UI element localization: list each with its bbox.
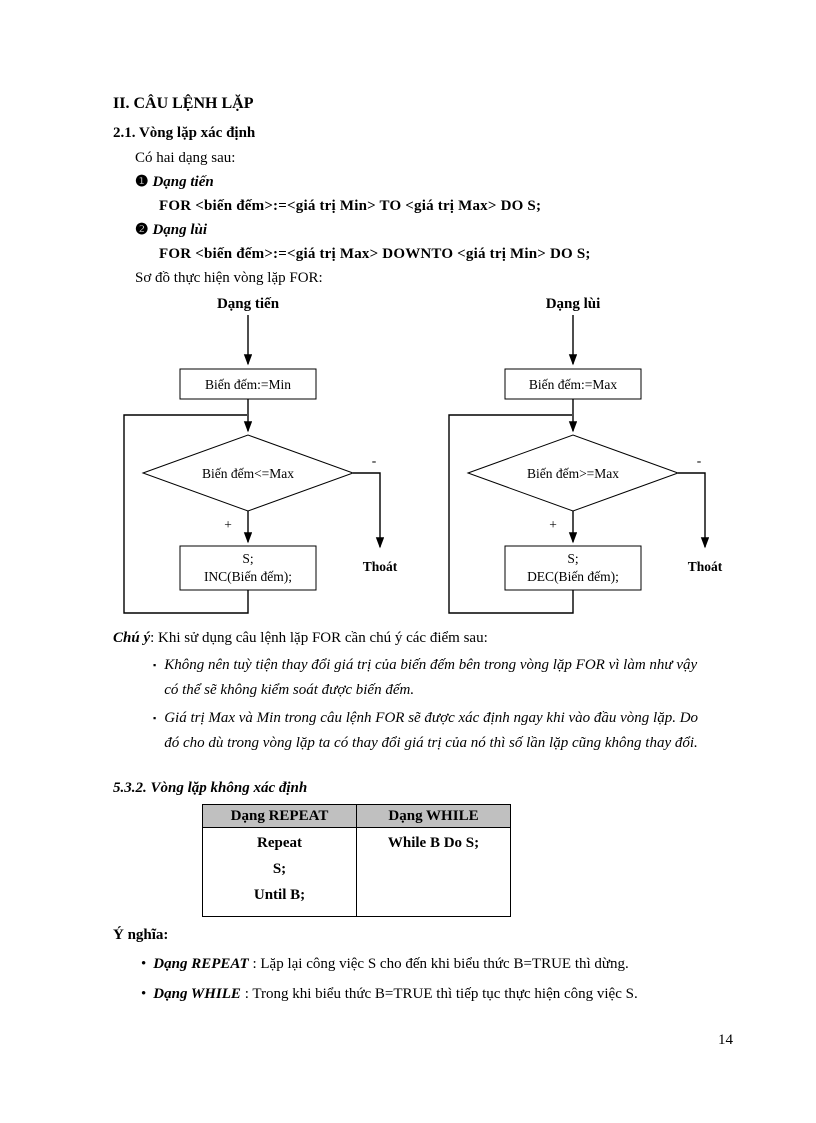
note-label: Chú ý	[113, 630, 151, 646]
init-box-label: Biến đếm:=Max	[529, 377, 617, 392]
intro-line: Có hai dạng sau:	[135, 150, 236, 166]
body-line-1: S;	[242, 551, 253, 566]
flowchart-forward-diagram: Biến đếm:=Min Biến đếm<=Max + S; INC(Biế…	[123, 315, 398, 614]
table-header-repeat: Dạng REPEAT	[202, 804, 357, 828]
meaning-item-2: • Dạng WHILE : Trong khi biểu thức B=TRUE…	[141, 984, 740, 1004]
body-line-2: DEC(Biến đếm);	[527, 569, 619, 584]
flowchart-backward-title: Dạng lùi	[545, 296, 601, 312]
flowchart-backward: Dạng lùi Biến đếm:=Max Biến đếm>=Max + S…	[443, 296, 743, 623]
section-532-heading: 5.3.2. Vòng lặp không xác định	[113, 780, 308, 796]
form-1-title: Dạng tiến	[152, 174, 214, 190]
exit-arrow	[353, 472, 385, 549]
note-bullet-2-text: Giá trị Max và Min trong câu lệnh FOR sẽ…	[164, 710, 699, 751]
diagram-caption: Sơ đồ thực hiện vòng lặp FOR:	[135, 270, 323, 286]
true-branch-label: +	[549, 517, 557, 532]
condition-label: Biến đếm<=Max	[202, 466, 294, 481]
form-1-syntax: FOR <biến đếm>:=<giá trị Min> TO <giá tr…	[159, 198, 542, 214]
meaning-term-2: Dạng WHILE	[153, 986, 241, 1002]
note-bullet-2: ▪ Giá trị Max và Min trong câu lệnh FOR …	[153, 706, 713, 756]
note-bullet-1: ▪ Không nên tuỳ tiện thay đổi giá trị củ…	[153, 653, 713, 703]
loop-back-line	[123, 414, 249, 614]
table-cell-while: While B Do S;	[356, 827, 511, 917]
exit-label: Thoát	[363, 559, 398, 574]
loop-back-line	[448, 414, 574, 614]
flowchart-row: Dạng tiến Biến đếm:=Min Biến đếm<=Max + …	[118, 296, 740, 623]
meaning-rest-2: : Trong khi biểu thức B=TRUE thì tiếp tụ…	[240, 986, 638, 1002]
round-bullet-icon: •	[141, 956, 147, 972]
table-cell-repeat: Repeat S; Until B;	[202, 827, 357, 917]
round-bullet-icon: •	[141, 986, 147, 1002]
while-line: While B Do S;	[387, 835, 480, 851]
page-number: 14	[718, 1032, 733, 1048]
circled-2-icon: ❷	[135, 222, 149, 238]
loop-forms-table: Dạng REPEAT Dạng WHILE Repeat S; Until B…	[202, 804, 511, 917]
form-2-syntax: FOR <biến đếm>:=<giá trị Max> DOWNTO <gi…	[159, 246, 591, 262]
flowchart-backward-diagram: Biến đếm:=Max Biến đếm>=Max + S; DEC(Biế…	[448, 315, 723, 614]
exit-label: Thoát	[688, 559, 723, 574]
false-branch-label: -	[372, 453, 377, 468]
init-box-label: Biến đếm:=Min	[205, 377, 291, 392]
meaning-heading: Ý nghĩa:	[113, 927, 169, 943]
table-header-row: Dạng REPEAT Dạng WHILE	[202, 804, 511, 828]
condition-label: Biến đếm>=Max	[527, 466, 619, 481]
note-line: Chú ý: Khi sử dụng câu lệnh lặp FOR cần …	[113, 629, 740, 648]
exit-arrow	[678, 472, 710, 549]
note-bullet-1-text: Không nên tuỳ tiện thay đổi giá trị của …	[164, 657, 698, 698]
repeat-line-1: Repeat	[257, 835, 302, 851]
meaning-term-1: Dạng REPEAT	[153, 956, 249, 972]
subsection-heading: 2.1. Vòng lặp xác định	[113, 125, 256, 141]
true-branch-label: +	[224, 517, 232, 532]
circled-1-icon: ❶	[135, 174, 149, 190]
table-body-row: Repeat S; Until B; While B Do S;	[202, 827, 511, 917]
meaning-item-1: • Dạng REPEAT : Lặp lại công việc S cho đ…	[141, 954, 740, 974]
note-rest: : Khi sử dụng câu lệnh lặp FOR cần chú ý…	[150, 630, 488, 646]
square-bullet-icon: ▪	[153, 713, 157, 723]
false-branch-label: -	[697, 453, 702, 468]
square-bullet-icon: ▪	[153, 660, 157, 670]
repeat-line-2: S;	[272, 861, 287, 877]
body-line-2: INC(Biến đếm);	[204, 569, 292, 584]
repeat-line-3: Until B;	[253, 887, 306, 903]
section-heading: II. CÂU LỆNH LẶP	[113, 95, 254, 112]
flowchart-forward: Dạng tiến Biến đếm:=Min Biến đếm<=Max + …	[118, 296, 418, 623]
form-2-title: Dạng lùi	[152, 222, 208, 238]
flowchart-forward-title: Dạng tiến	[216, 296, 280, 312]
table-header-while: Dạng WHILE	[356, 804, 511, 828]
body-line-1: S;	[567, 551, 578, 566]
meaning-rest-1: : Lặp lại công việc S cho đến khi biểu t…	[248, 956, 629, 972]
